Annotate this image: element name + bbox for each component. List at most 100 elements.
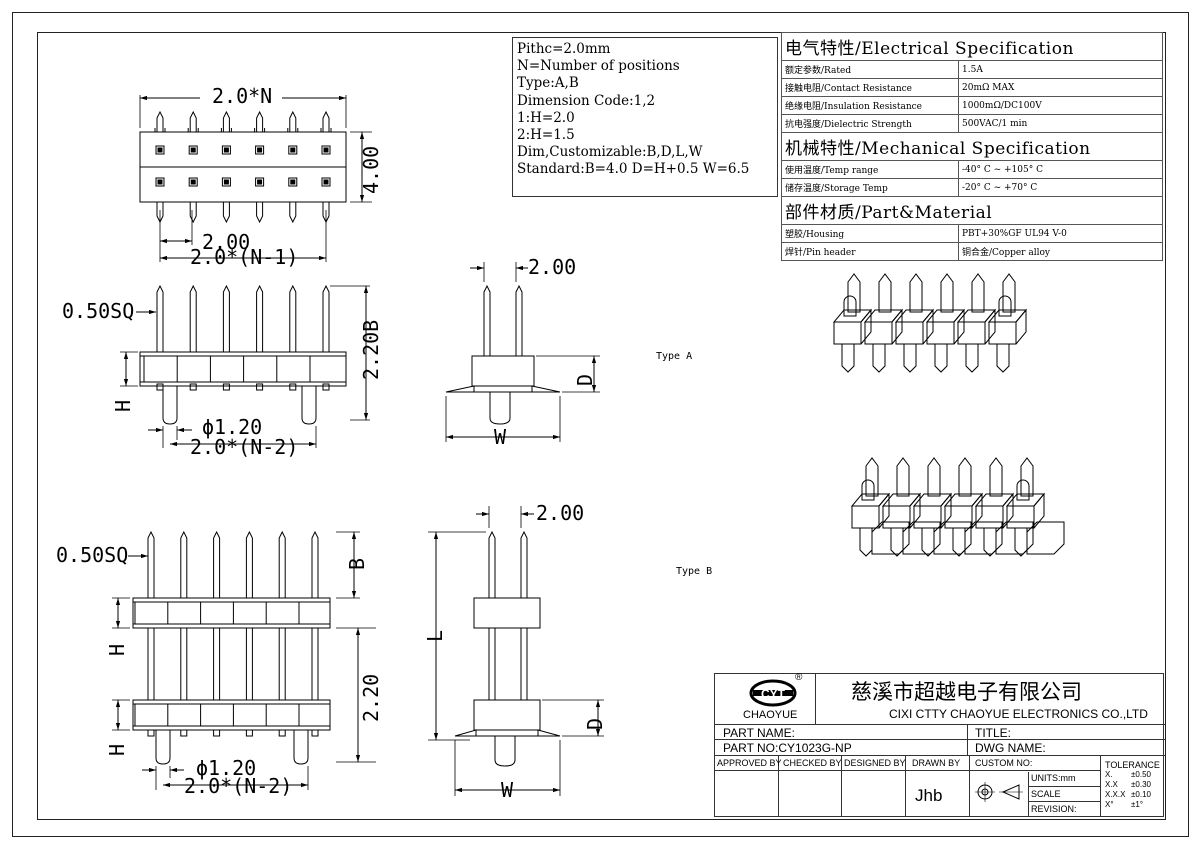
iso-b-pin-back — [927, 457, 941, 497]
spec-key: 抗电强度/Dielectric Strength — [781, 114, 959, 133]
dim-pitch-n2-b: 2.0*(N-2) — [184, 774, 292, 798]
pin-chamfer — [320, 128, 332, 132]
note-line: Dim,Customizable:B,D,L,W — [517, 144, 703, 161]
iso-b-pin-back — [989, 457, 1003, 497]
note-line: 1:H=2.0 — [517, 109, 575, 126]
iso-b-housing-lower — [1026, 521, 1065, 555]
dim-pitch-n: 2.0*N — [212, 84, 272, 108]
dim-l-b: L — [423, 630, 447, 642]
type-a-label: Type A — [656, 351, 693, 362]
pin-hole — [221, 145, 231, 155]
iso-b-pin-back — [1020, 457, 1034, 497]
tolerance-title: TOLERANCE — [1105, 760, 1160, 770]
iso-a-pin-back — [940, 273, 954, 313]
pin-top — [322, 110, 330, 132]
pin-stub — [245, 729, 253, 737]
pin-hole — [288, 177, 298, 187]
approved-by-label: APPROVED BY — [717, 758, 782, 768]
note-line: Dimension Code:1,2 — [517, 92, 656, 109]
pin-top — [222, 110, 230, 132]
spec-value: 1000mΩ/DC100V — [958, 96, 1163, 115]
tolerance-value: ±0.50 — [1131, 770, 1151, 779]
dim-d-a: D — [573, 374, 597, 386]
pin-stub — [213, 729, 221, 737]
company-logo: CYT ® — [749, 672, 802, 708]
pin-front-a — [189, 284, 197, 352]
pin-square — [257, 147, 263, 153]
dim-sq-a: 0.50SQ — [62, 299, 134, 323]
dim-height-400: 4.00 — [359, 146, 383, 194]
spec-table: 电气特性/Electrical Specification 额定参数/Rated… — [781, 32, 1163, 261]
pin-hole — [321, 145, 331, 155]
pins-layer — [134, 110, 1065, 737]
pin-square — [257, 179, 263, 185]
pin-square — [223, 147, 229, 153]
dim-len-220-b: 2.20B — [359, 320, 383, 380]
spec-key: 接触电阻/Contact Resistance — [781, 78, 959, 97]
dim-sq-b: 0.50SQ — [56, 543, 128, 567]
inner-border — [37, 32, 1166, 820]
title-label: TITLE: — [975, 726, 1012, 740]
iso-b-pin-back — [958, 457, 972, 497]
pin-chamfer — [154, 128, 166, 132]
pin-bottom — [322, 202, 330, 224]
tolerance-value: ±1° — [1131, 800, 1144, 809]
drawn-by-label: DRAWN BY — [912, 758, 961, 768]
spec-key: 使用温度/Temp range — [781, 160, 959, 179]
iso-b-housing-front — [944, 506, 973, 529]
iso-b-post — [1016, 479, 1030, 501]
iso-a-housing-side — [953, 308, 965, 345]
iso-b-housing-lower — [933, 521, 972, 555]
iso-b-pin-lower — [983, 528, 997, 557]
iso-a-housing-front — [988, 322, 1017, 345]
iso-a-pin-lower — [996, 344, 1010, 373]
iso-a-pin-lower — [841, 344, 855, 373]
pin-hole — [188, 177, 198, 187]
dim-b-b: B — [345, 558, 369, 570]
pin-square — [223, 179, 229, 185]
dim-h-b2: H — [105, 744, 129, 756]
iso-b-pin-lower — [859, 528, 873, 557]
tolerance-value: ±0.10 — [1131, 790, 1151, 799]
tolerance-key: X. — [1105, 770, 1113, 779]
pin-bottom — [222, 202, 230, 224]
iso-b-housing-front — [851, 506, 880, 529]
pin-top — [156, 110, 164, 132]
outer-border — [12, 12, 1189, 837]
pin-bottom — [189, 202, 197, 224]
pin-stub — [222, 383, 230, 391]
spec-value: 20mΩ MAX — [958, 78, 1163, 97]
iso-a-housing-front — [864, 322, 893, 345]
pin-chamfer — [187, 128, 199, 132]
iso-a-housing-side — [922, 308, 934, 345]
note-line: Type:A,B — [517, 75, 579, 92]
pin-square — [290, 179, 296, 185]
iso-b-housing-lower — [995, 521, 1034, 555]
pin-front-b — [245, 530, 253, 598]
dim-h-a: H — [111, 400, 135, 412]
projection-symbol-icon — [973, 778, 1025, 806]
dim-d-b: D — [583, 718, 607, 730]
dim-side-200-a: 2.00 — [528, 255, 576, 279]
dim-len-220-b2: 2.20 — [359, 674, 383, 722]
iso-a-housing-front — [957, 322, 986, 345]
dim-dia-b: ϕ1.20 — [196, 756, 256, 780]
pin-bottom — [156, 202, 164, 224]
dim-dia-a: ϕ1.20 — [202, 415, 262, 439]
iso-a-pin-back — [878, 273, 892, 313]
iso-a-post — [843, 295, 857, 317]
note-line: N=Number of positions — [517, 58, 680, 75]
spec-value: 铜合金/Copper alloy — [958, 242, 1163, 261]
pin-front-a — [322, 284, 330, 352]
spec-value: PBT+30%GF UL94 V-0 — [958, 224, 1163, 243]
pin-square — [157, 179, 163, 185]
checked-by-label: CHECKED BY — [783, 758, 842, 768]
brand-name: CHAOYUE — [743, 709, 798, 721]
note-line: Standard:B=4.0 D=H+0.5 W=6.5 — [517, 161, 750, 178]
pin-hole — [255, 177, 265, 187]
pin-top — [189, 110, 197, 132]
notes-box: Pithc=2.0mm N=Number of positions Type:A… — [512, 37, 778, 197]
iso-a-pin-back — [971, 273, 985, 313]
spec-value: 500VAC/1 min — [958, 114, 1163, 133]
